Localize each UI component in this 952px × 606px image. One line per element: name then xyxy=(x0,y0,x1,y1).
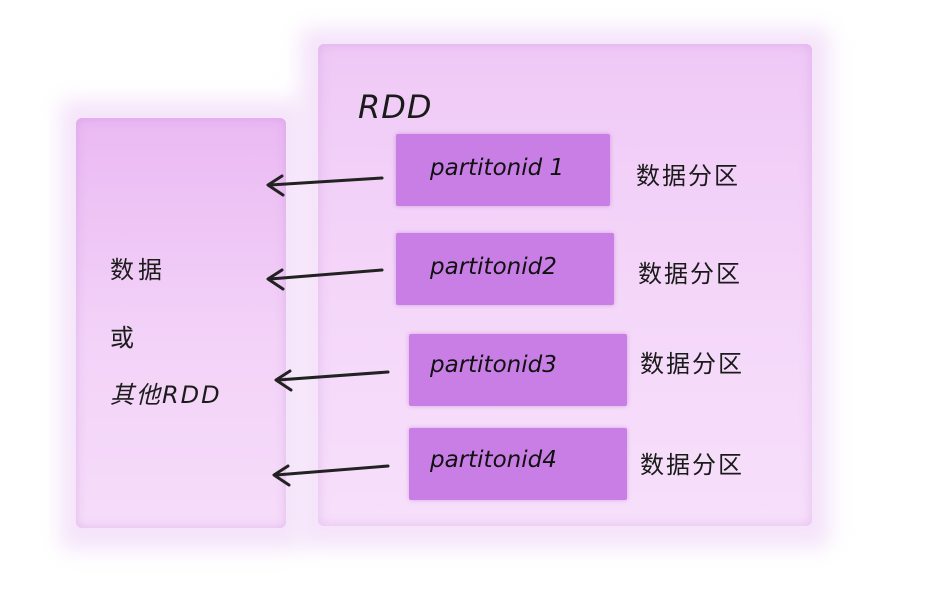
partition-label-2: partitonid2 xyxy=(430,254,557,280)
partition-box-4 xyxy=(409,428,627,500)
partition-box-1 xyxy=(396,134,610,206)
rdd-title: RDD xyxy=(358,88,433,126)
source-text-other-rdd: 其他RDD xyxy=(110,381,222,409)
partition-region-label-2: 数据分区 xyxy=(638,260,742,288)
partition-box-2 xyxy=(396,233,614,305)
partition-label-4: partitonid4 xyxy=(430,447,557,473)
source-box xyxy=(76,118,286,528)
partition-region-label-4: 数据分区 xyxy=(640,451,744,479)
partition-label-1: partitonid 1 xyxy=(430,155,565,181)
partition-region-label-1: 数据分区 xyxy=(636,162,740,190)
source-text-data: 数据 xyxy=(110,256,166,284)
partition-box-3 xyxy=(409,334,627,406)
partition-region-label-3: 数据分区 xyxy=(640,350,744,378)
source-text-or: 或 xyxy=(110,324,134,352)
partition-label-3: partitonid3 xyxy=(430,352,557,378)
